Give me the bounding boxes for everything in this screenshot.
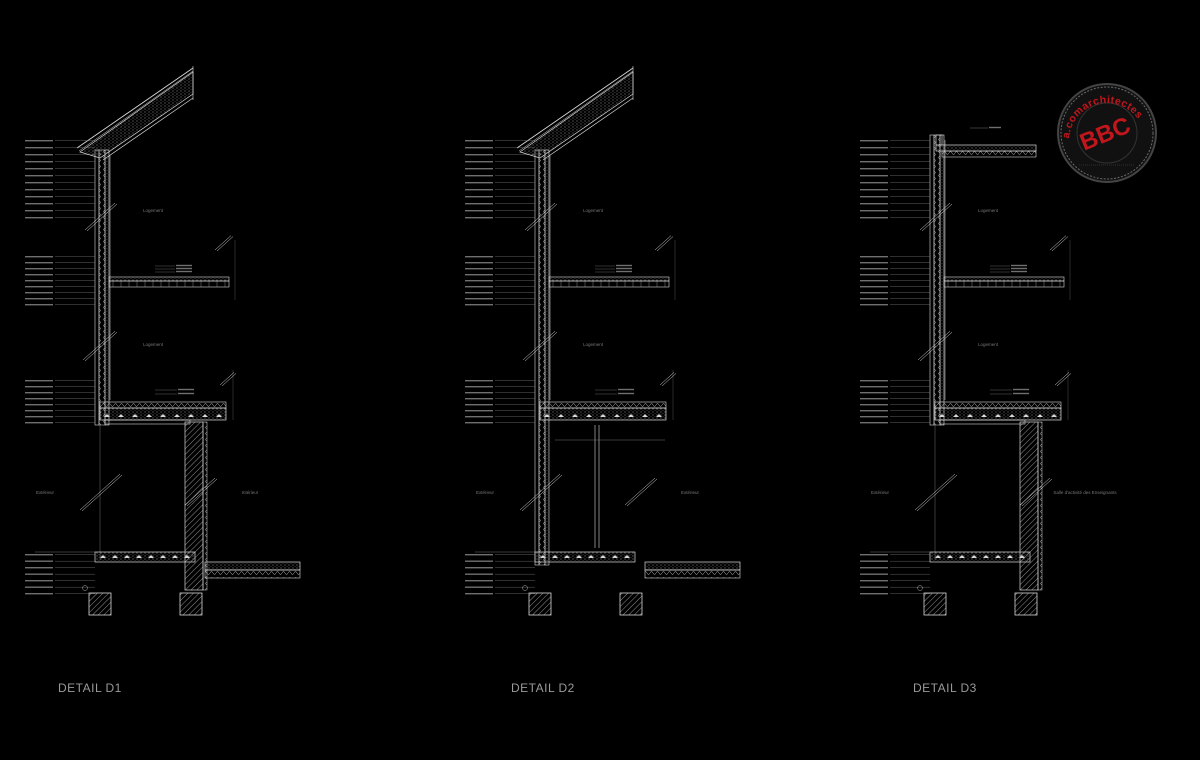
room-label-lower: Logement: [583, 342, 604, 347]
room-label-upper: Logement: [143, 208, 164, 213]
break-lines: [519, 202, 677, 512]
detail-title-d3: DETAIL D3: [913, 681, 977, 695]
facade-wall: [94, 149, 111, 426]
intermediate-floor: [108, 264, 230, 288]
room-label-lower: Logement: [978, 342, 999, 347]
left-annotations: [25, 140, 95, 595]
break-lines: [79, 202, 237, 512]
left-annotations: [465, 140, 535, 595]
facade-wall: [534, 149, 551, 566]
ground-floor-slab: [539, 388, 667, 421]
ground-floor-slab: [99, 388, 227, 421]
intermediate-floor: [548, 264, 670, 288]
detail-title-d2: DETAIL D2: [511, 681, 575, 695]
basement-wall: [99, 419, 208, 591]
roof-section: [935, 126, 1037, 158]
room-label-upper: Logement: [583, 208, 604, 213]
facade-wall: [929, 134, 946, 426]
foundation: [35, 551, 301, 616]
room-label-right: Salle d'activité des Enseignants: [1053, 490, 1117, 495]
room-label-exterior: Extérieur: [476, 490, 495, 495]
foundation: [475, 551, 741, 616]
break-lines: [914, 202, 1072, 512]
room-label-upper: Logement: [978, 208, 999, 213]
intermediate-floor: [943, 264, 1065, 288]
detail-title-d1: DETAIL D1: [58, 681, 122, 695]
room-label-right: Intérieur: [242, 490, 259, 495]
room-label-lower: Logement: [143, 342, 164, 347]
room-label-right: Extérieur: [681, 490, 700, 495]
basement-posts: [555, 425, 665, 548]
left-annotations: [860, 140, 930, 595]
roof-section: [516, 66, 634, 161]
basement-wall: [934, 419, 1043, 591]
roof-section: [76, 66, 194, 161]
ground-floor-slab: [934, 388, 1062, 421]
room-label-exterior: Extérieur: [36, 490, 55, 495]
room-label-exterior: Extérieur: [871, 490, 890, 495]
architect-stamp: a.comarchitectes BBC: [1057, 83, 1157, 183]
foundation: [870, 551, 1038, 616]
